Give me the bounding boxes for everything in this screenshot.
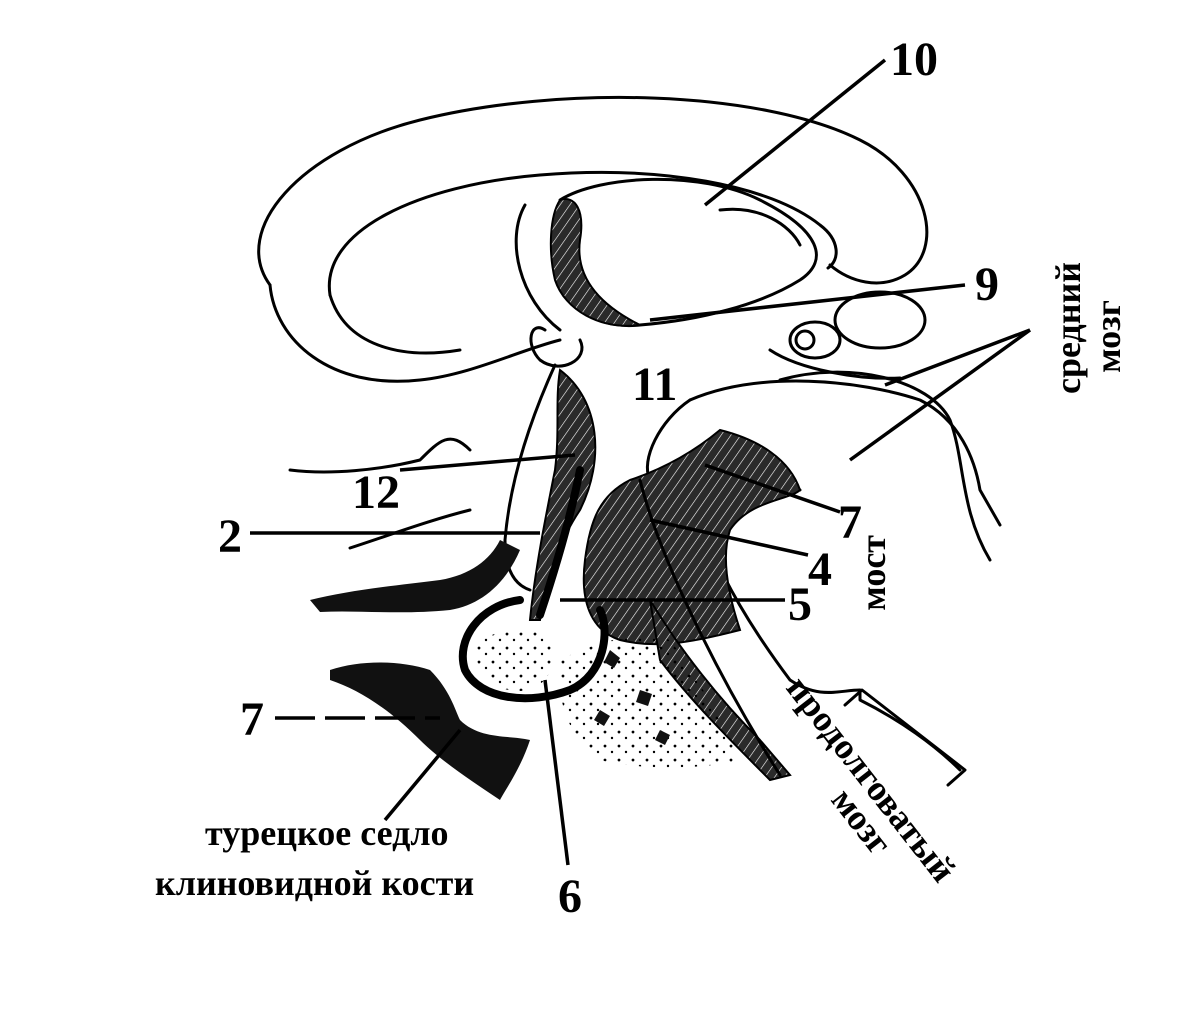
label-sella-line1: турецкое седло (205, 813, 449, 853)
label-6: 6 (558, 870, 582, 923)
leader-midbrain-b (848, 328, 1032, 462)
label-midbrain-line2: мозг (1088, 300, 1128, 373)
label-2: 2 (218, 510, 242, 563)
leader-10 (703, 58, 887, 207)
sphenoid-bone (288, 437, 740, 800)
label-7-left: 7 (240, 693, 264, 746)
leader-lines (250, 58, 1032, 866)
label-5: 5 (788, 578, 812, 631)
leader-9 (649, 283, 966, 322)
label-4: 4 (808, 543, 832, 596)
label-10: 10 (890, 33, 938, 86)
cerebral-outline (257, 95, 929, 383)
leader-sella (383, 728, 462, 822)
label-9: 9 (975, 258, 999, 311)
leader-midbrain-a (884, 328, 1031, 387)
label-11: 11 (632, 358, 677, 411)
label-12: 12 (352, 466, 400, 519)
leader-4 (649, 518, 809, 557)
label-pons: мост (853, 535, 893, 611)
label-midbrain-line1: средний (1048, 262, 1088, 394)
fornix-region (514, 203, 584, 368)
leader-7-right (704, 463, 841, 514)
label-sella-line2: клиновидной кости (155, 863, 474, 903)
leader-12 (399, 453, 576, 472)
thalamus-region (549, 177, 818, 328)
label-7-right: 7 (838, 496, 862, 549)
medulla-bracket (843, 688, 967, 787)
leader-6 (543, 679, 570, 866)
